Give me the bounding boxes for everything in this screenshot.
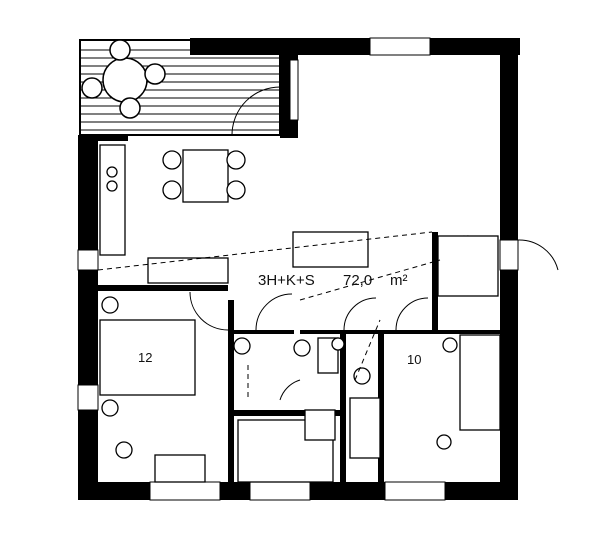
area-value: 72,0 (343, 272, 373, 289)
room-label-left-bedroom: 12 (138, 350, 153, 365)
room-label-right-bedroom: 10 (407, 352, 422, 367)
balcony (79, 39, 281, 136)
area-unit: m² (390, 272, 408, 289)
furniture (99, 144, 501, 483)
windows (77, 37, 519, 501)
apartment-type-label: 3H+K+S (258, 272, 315, 289)
dashed-lines (97, 231, 441, 400)
balcony-table-set (81, 39, 166, 119)
door-swings (189, 239, 559, 401)
